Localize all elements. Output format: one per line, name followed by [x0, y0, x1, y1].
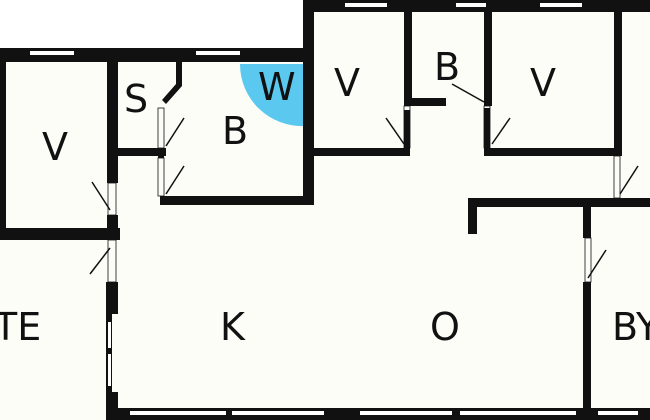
windows — [30, 3, 638, 415]
room-label-s: S — [124, 77, 148, 121]
door-swings — [89, 83, 639, 279]
room-label-w: W — [258, 65, 296, 109]
room-label-k: K — [220, 305, 246, 349]
room-label-by: BY — [612, 305, 650, 349]
room-label-b-left: B — [222, 109, 248, 153]
room-label-v-mid: V — [334, 61, 360, 105]
whirlpool-shape — [239, 64, 305, 127]
room-label-o: O — [430, 305, 460, 349]
room-label-v-right: V — [530, 61, 556, 105]
room-label-b-small: B — [434, 45, 460, 89]
room-label-v-left: V — [42, 125, 68, 169]
room-label-te: TE — [0, 305, 41, 349]
door-jambs — [107, 105, 621, 283]
room-labels: V S B W V B V TE K O BY — [0, 45, 650, 349]
